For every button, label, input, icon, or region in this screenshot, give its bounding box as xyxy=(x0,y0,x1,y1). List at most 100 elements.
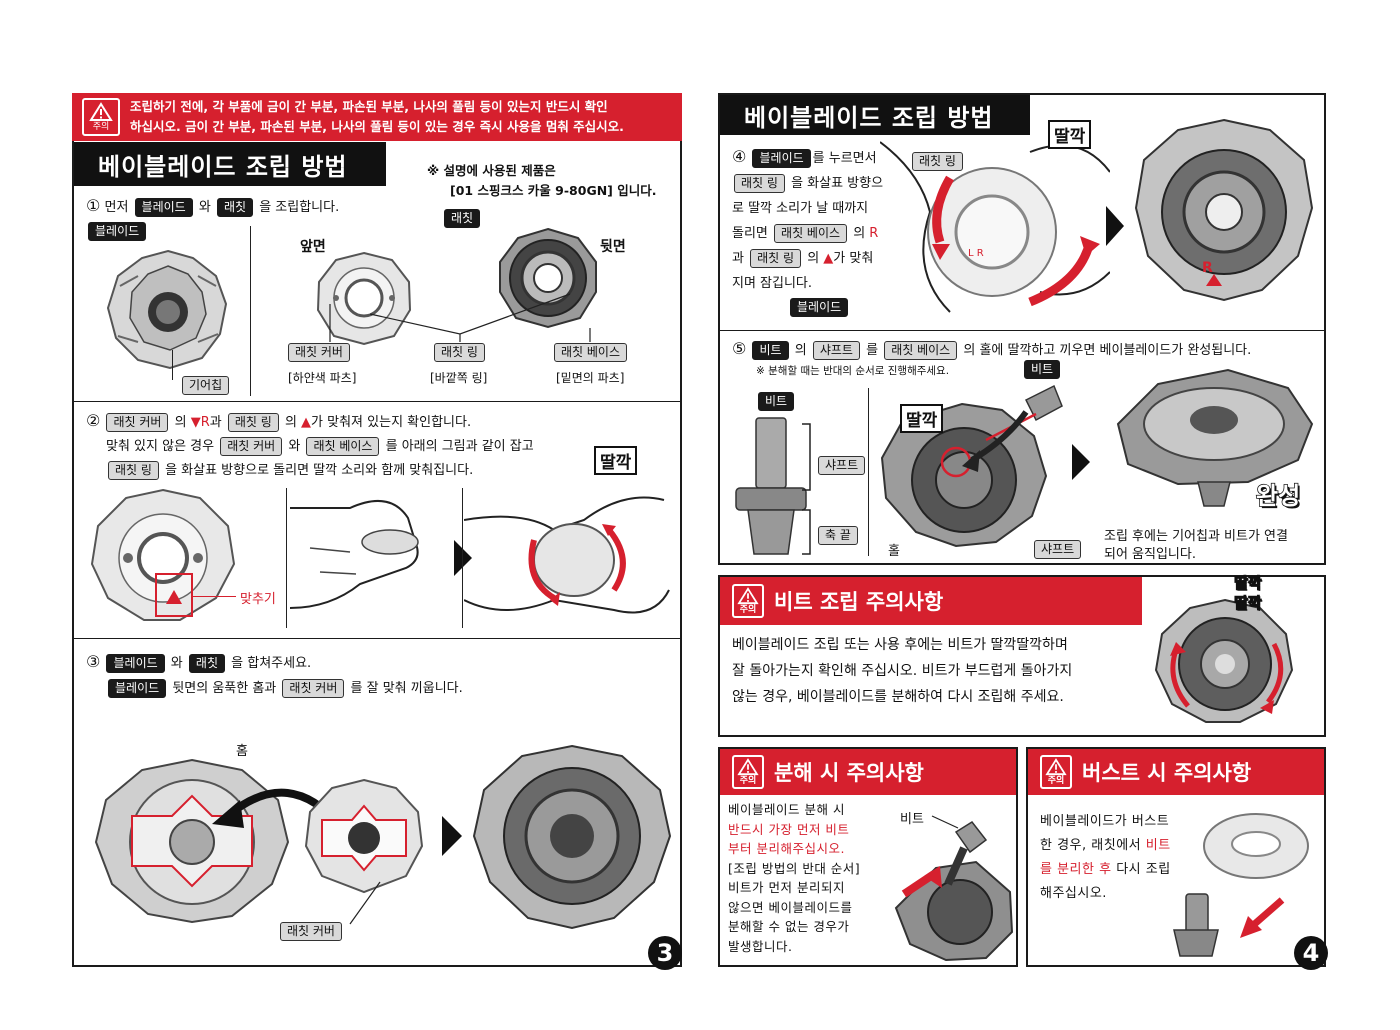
complete-label: 완성 xyxy=(1255,481,1301,511)
latch-align-illustration xyxy=(90,488,236,621)
left-page-title: 베이블레이드 조립 방법 xyxy=(74,142,386,186)
step3-line-2: 블레이드 뒷면의 움푹한 홈과 래칫 커버 를 잘 맞춰 끼웁니다. xyxy=(106,677,463,698)
hand-hold-illustration xyxy=(290,500,419,609)
shaft-label-left: 샤프트 xyxy=(816,456,867,475)
latch-back-illustration xyxy=(499,227,597,329)
warning-icon-label: 주의 xyxy=(92,122,110,132)
step2-line-2: 맞춰 있지 않은 경우 래칫 커버 와 래칫 베이스 를 아래의 그림과 같이 … xyxy=(106,437,534,456)
gear-chip-leader xyxy=(172,350,173,380)
step5-note: ※ 분해할 때는 반대의 순서로 진행해주세요. xyxy=(756,365,950,377)
base-note: [밑면의 파츠] xyxy=(556,371,625,385)
cover-leader xyxy=(349,881,381,925)
latch-cover-illustration xyxy=(304,778,424,894)
warning-icon: 주의 xyxy=(732,584,764,618)
sep-3 xyxy=(718,330,1326,331)
align-label: 맞추기 xyxy=(240,592,276,607)
warning-icon: 주의 xyxy=(82,98,120,136)
step5-divider xyxy=(868,388,869,556)
hand-turn-illustration xyxy=(464,496,670,614)
burst-illustration xyxy=(1173,813,1309,957)
cover-note: [하얀색 파츠] xyxy=(288,371,357,385)
step2-divider-b xyxy=(462,488,463,628)
step3-line-1: ③ 블레이드 와 래칫 을 합쳐주세요. xyxy=(86,652,312,673)
tip-label: 축 끝 xyxy=(816,526,860,545)
blade-label: 블레이드 xyxy=(86,222,148,241)
warning-line-1: 조립하기 전에, 각 부품에 금이 간 부분, 파손된 부분, 나사의 풀림 등… xyxy=(130,99,608,114)
left-page: 주의 조립하기 전에, 각 부품에 금이 간 부분, 파손된 부분, 나사의 풀… xyxy=(72,93,682,970)
step2-line-1: ② 래칫 커버 의 ▼R과 래칫 링 의 ▲가 맞춰져 있는지 확인합니다. xyxy=(86,411,472,432)
bit-click-1: 딸깍 xyxy=(1234,574,1263,593)
assembled-illustration xyxy=(472,744,672,930)
bit-label-left: 비트 xyxy=(756,392,796,411)
base-label: 래칫 베이스 xyxy=(552,343,629,362)
shaft-label-right: 샤프트 xyxy=(1032,540,1083,559)
chip-latch: 래칫 xyxy=(216,198,254,217)
arrow-right-3 xyxy=(1106,206,1124,246)
step1-pre: 먼저 xyxy=(104,200,129,215)
bit-insert-illustration xyxy=(880,384,1063,548)
after-line-2: 되어 움직입니다. xyxy=(1104,547,1196,562)
disassembly-bit-label: 비트 xyxy=(900,812,924,827)
step2-line-3: 래칫 링 을 화살표 방향으로 돌리면 딸깍 소리와 함께 맞춰집니다. xyxy=(106,459,473,480)
bit-caution-title: 비트 조립 주의사항 xyxy=(774,590,944,614)
bit-part-illustration xyxy=(735,417,811,555)
warning-line-2: 하십시오. 금이 간 부분, 파손된 부분, 나사의 풀림 등이 있는 경우 즉… xyxy=(130,119,624,134)
step1-num: ① xyxy=(86,196,101,215)
back-label: 뒷면 xyxy=(600,239,626,255)
step1-leader-lines xyxy=(329,293,591,342)
completed-beyblade xyxy=(1116,368,1314,507)
step4-blade-label: 블레이드 xyxy=(788,298,850,317)
sep-1 xyxy=(72,401,682,402)
step1-divider xyxy=(250,226,251,396)
click-label-2: 딸깍 xyxy=(594,446,638,475)
bit-rotation-illustration xyxy=(1154,598,1294,723)
disassembly-title: 분해 시 주의사항 xyxy=(774,761,924,785)
sep-2 xyxy=(72,638,682,639)
ring-note: [바깥쪽 링] xyxy=(430,371,488,385)
latch-label: 래칫 xyxy=(442,209,482,228)
step4-locked-illustration: R xyxy=(1134,118,1314,302)
step1-text: ① 먼저 블레이드 와 래칫 을 조립합니다. xyxy=(86,196,339,217)
step4-click: 딸깍 xyxy=(1048,120,1092,149)
step4-ring-label: 래칫 링 xyxy=(910,152,965,171)
bit-click-2: 딸깍 xyxy=(1234,594,1263,613)
burst-text: 베이블레이드가 버스트 한 경우, 래칫에서 비트 를 분리한 후 다시 조립 … xyxy=(1040,814,1171,901)
disassembly-illustration xyxy=(894,815,1014,962)
burst-header: 주의 버스트 시 주의사항 xyxy=(1028,749,1324,795)
step4-turn-illustration: L R xyxy=(880,141,1110,313)
step3-cover-label: 래칫 커버 xyxy=(278,922,344,941)
step1-mid: 와 xyxy=(198,200,211,215)
arrow-right-2 xyxy=(442,816,462,856)
r-mark: R xyxy=(1202,260,1213,276)
groove-label: 홈 xyxy=(236,744,248,759)
lr-marks: L R xyxy=(968,248,984,259)
blade-illustration xyxy=(106,249,228,370)
step1-post: 을 조립합니다. xyxy=(259,200,340,215)
chip-cover: 래칫 커버 xyxy=(106,413,169,432)
bit-label-right: 비트 xyxy=(1022,360,1062,379)
gear-chip-label: 기어칩 xyxy=(180,376,231,395)
page-number-4: 4 xyxy=(1294,936,1328,970)
disassembly-header: 주의 분해 시 주의사항 xyxy=(720,749,1016,795)
burst-title: 버스트 시 주의사항 xyxy=(1082,761,1252,785)
chip-blade: 블레이드 xyxy=(134,198,193,217)
cover-label: 래칫 커버 xyxy=(286,343,352,362)
assembly-warning: 주의 조립하기 전에, 각 부품에 금이 간 부분, 파손된 부분, 나사의 풀… xyxy=(72,93,682,141)
latch-front-illustration xyxy=(316,251,412,346)
after-line-1: 조립 후에는 기어칩과 비트가 연결 xyxy=(1104,529,1288,544)
product-note-2: [01 스핑크스 카울 9-80GN] 입니다. xyxy=(450,183,657,198)
step5-click: 딸깍 xyxy=(900,404,944,433)
page-number-3: 3 xyxy=(648,936,682,970)
warning-icon: 주의 xyxy=(732,755,764,789)
step5-line-1: ⑤ 비트 의 샤프트 를 래칫 베이스 의 홀에 딸깍하고 끼우면 베이블레이드… xyxy=(732,339,1252,360)
hole-label: 홀 xyxy=(888,544,900,559)
bit-caution-text: 베이블레이드 조립 또는 사용 후에는 비트가 딸깍딸깍하며 잘 돌아가는지 확… xyxy=(732,637,1073,705)
right-page-title: 베이블레이드 조립 방법 xyxy=(720,95,1030,135)
bit-caution-header: 주의 비트 조립 주의사항 xyxy=(720,577,1142,625)
align-leader xyxy=(192,596,236,597)
arrow-right-1 xyxy=(454,540,472,576)
disassembly-text: 베이블레이드 분해 시 반드시 가장 먼저 비트 부터 분리해주십시오. [조립… xyxy=(728,802,861,954)
arrow-right-4 xyxy=(1072,444,1090,480)
warning-icon: 주의 xyxy=(1040,755,1072,789)
